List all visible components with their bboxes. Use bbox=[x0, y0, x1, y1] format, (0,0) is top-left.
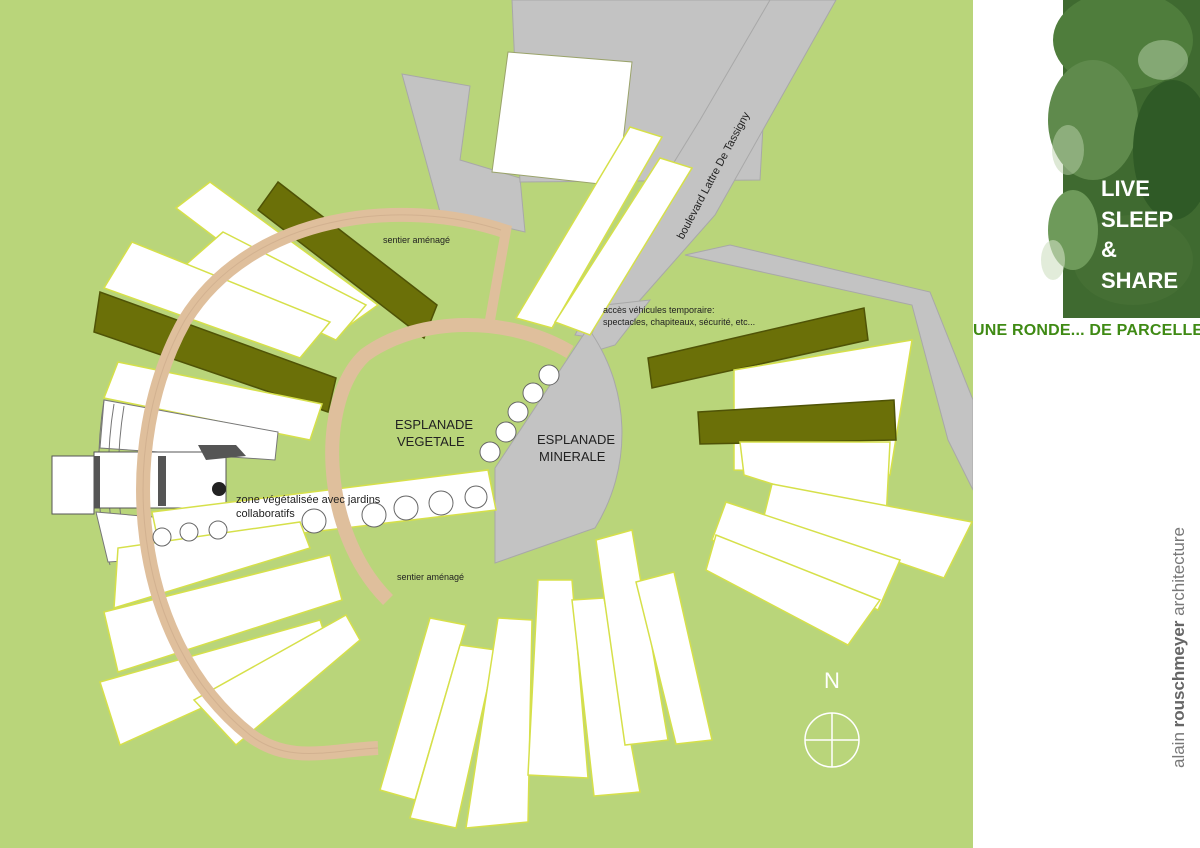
brand-line-3: & bbox=[1101, 237, 1117, 262]
tree-icon bbox=[301, 508, 327, 534]
signature: alain rouschmeyer architecture bbox=[1169, 527, 1189, 768]
parcel bbox=[180, 231, 368, 341]
tree-icon bbox=[179, 522, 199, 542]
parcel bbox=[527, 579, 589, 779]
parcels-east bbox=[647, 307, 973, 646]
foliage-highlight bbox=[1041, 240, 1065, 280]
parcel-olive bbox=[256, 180, 438, 340]
site-plan: N sentier aménagé sentier aménagé accès … bbox=[0, 0, 973, 848]
brand-title: LIVE SLEEP & SHARE bbox=[1101, 176, 1178, 293]
parcel-olive bbox=[647, 307, 869, 389]
brand-line-1: LIVE bbox=[1101, 176, 1150, 201]
label-zone-line1: zone végétalisée avec jardins bbox=[236, 494, 381, 506]
paths bbox=[136, 207, 574, 761]
brand-line-2: SLEEP bbox=[1101, 207, 1173, 232]
foliage-blob bbox=[1073, 215, 1193, 305]
parcel bbox=[635, 571, 713, 745]
label-acces-line2: spectacles, chapiteaux, sécurité, etc... bbox=[603, 317, 755, 327]
parcels-south bbox=[379, 529, 713, 829]
tagline: UNE RONDE... DE PARCELLES bbox=[973, 322, 1200, 339]
parcel bbox=[103, 554, 343, 673]
building-wing bbox=[51, 455, 95, 515]
parcel bbox=[553, 157, 694, 336]
north-arrow: N bbox=[804, 668, 860, 768]
tree-icon bbox=[152, 527, 172, 547]
building-dark-strip bbox=[158, 456, 166, 506]
inner-path-arc bbox=[325, 318, 574, 605]
signature-pre: alain bbox=[1169, 727, 1188, 768]
parcel bbox=[705, 533, 882, 646]
building-dark-strip bbox=[94, 456, 100, 508]
label-zone-line2: collaboratifs bbox=[236, 508, 295, 520]
parcels-north-east bbox=[514, 126, 694, 336]
tree-row bbox=[152, 364, 560, 547]
foliage-highlight bbox=[1138, 40, 1188, 80]
path-connector bbox=[485, 224, 512, 321]
parcel bbox=[102, 241, 332, 359]
parcel bbox=[571, 597, 641, 797]
brand-line-4: SHARE bbox=[1101, 268, 1178, 293]
road-east-branch bbox=[684, 244, 973, 491]
label-esplanade-vegetale-2: VEGETALE bbox=[397, 434, 465, 449]
label-esplanade-vegetale-1: ESPLANADE bbox=[395, 417, 473, 432]
road-network bbox=[401, 0, 973, 564]
tree-icon bbox=[464, 485, 488, 509]
tree-icon bbox=[538, 364, 560, 386]
label-esplanade-minerale-2: MINERALE bbox=[539, 449, 606, 464]
label-sentier-bottom: sentier aménagé bbox=[397, 572, 464, 582]
sidebar-artwork: LIVE SLEEP & SHARE bbox=[1041, 0, 1200, 318]
label-sentier-top: sentier aménagé bbox=[383, 235, 450, 245]
signature-post: architecture bbox=[1169, 527, 1188, 621]
parcel bbox=[514, 126, 664, 329]
parcel bbox=[465, 617, 533, 829]
foliage-image bbox=[1041, 0, 1200, 318]
esplanade-minerale-area bbox=[494, 327, 623, 564]
parcel bbox=[595, 529, 669, 746]
outer-path-arc-edge bbox=[142, 214, 508, 754]
signature-bold: rouschmeyer bbox=[1169, 620, 1188, 728]
parcel-olive bbox=[93, 290, 337, 413]
tree-icon bbox=[522, 382, 544, 404]
parcels-north-west bbox=[93, 180, 438, 441]
sidebar-panel: LIVE SLEEP & SHARE UNE RONDE... DE PARCE… bbox=[973, 0, 1200, 848]
tree-icon bbox=[361, 502, 387, 528]
tree-icon bbox=[495, 421, 517, 443]
tree-icon bbox=[507, 401, 529, 423]
dark-tree-icon bbox=[212, 482, 226, 496]
label-acces-line1: accès véhicules temporaire: bbox=[603, 305, 715, 315]
tree-icon bbox=[428, 490, 454, 516]
foliage-highlight bbox=[1052, 125, 1084, 175]
parcel-olive bbox=[697, 399, 897, 445]
foliage-blob bbox=[1133, 80, 1200, 220]
north-label: N bbox=[824, 668, 840, 693]
tree-icon bbox=[479, 441, 501, 463]
building-roof bbox=[198, 445, 246, 460]
tree-icon bbox=[208, 520, 228, 540]
label-esplanade-minerale-1: ESPLANADE bbox=[537, 432, 615, 447]
parcel bbox=[763, 483, 973, 579]
parcel bbox=[711, 501, 902, 611]
parcel bbox=[192, 613, 361, 747]
parcel bbox=[409, 644, 497, 829]
parcels-south-west bbox=[99, 521, 361, 747]
tree-icon bbox=[393, 495, 419, 521]
